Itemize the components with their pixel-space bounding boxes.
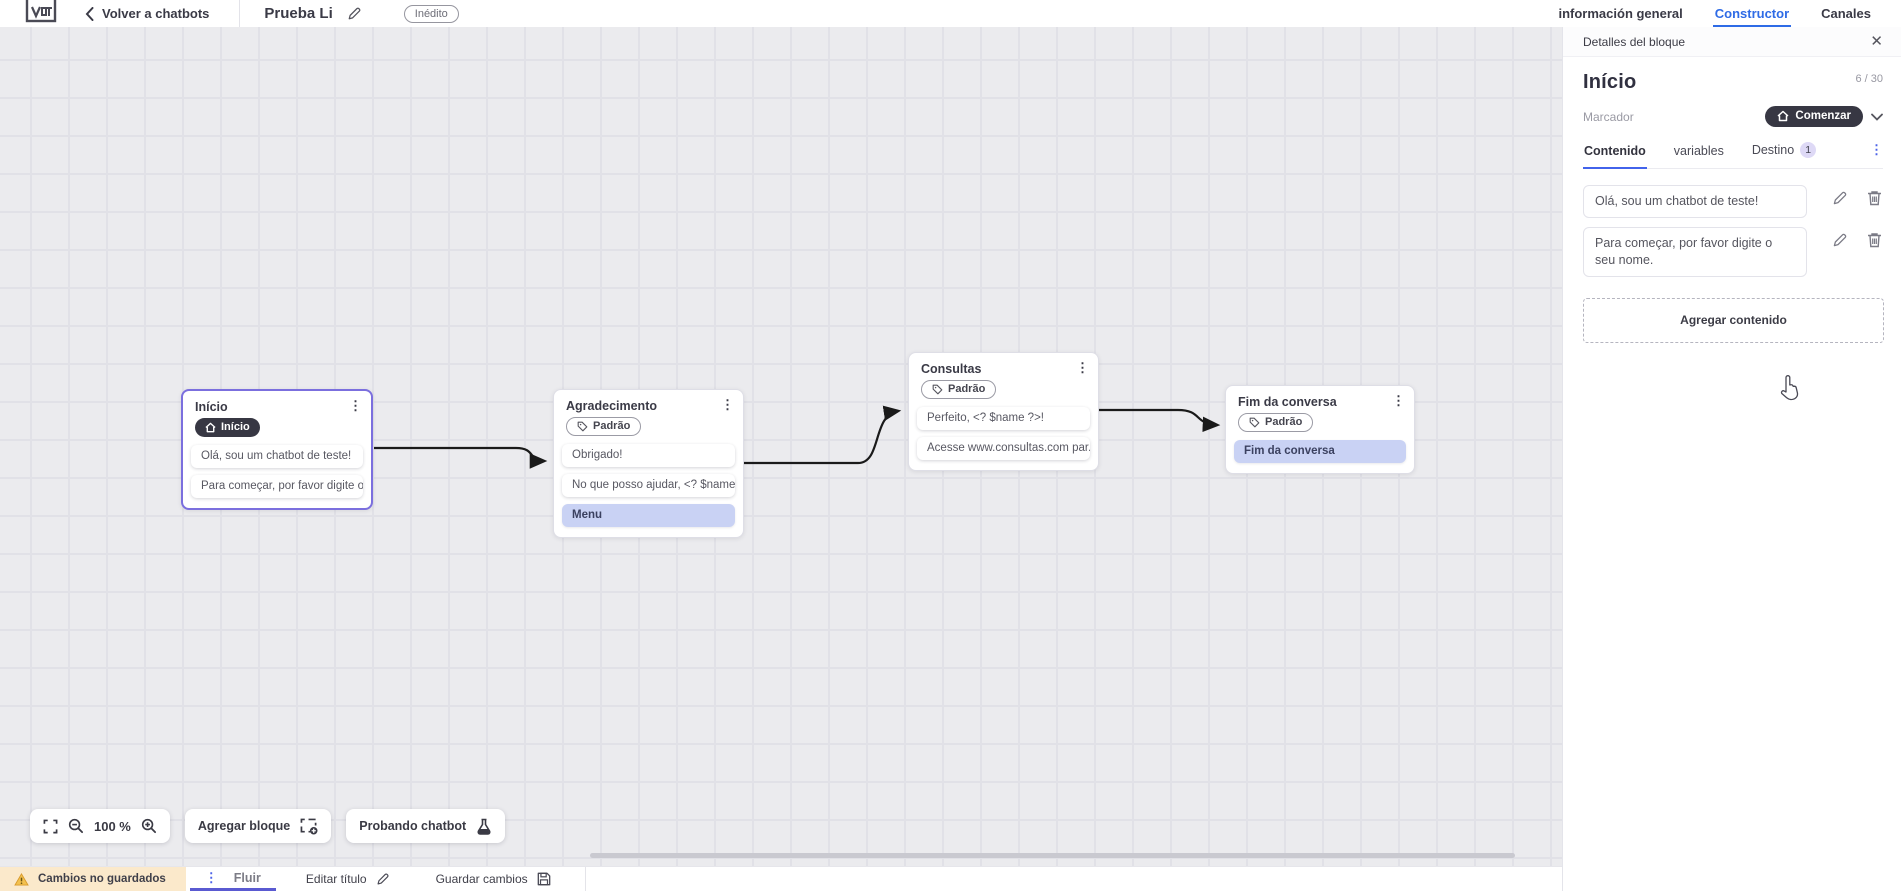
tag-icon bbox=[932, 384, 943, 394]
connector-inicio-agradecimento bbox=[374, 446, 548, 469]
add-block-label: Agregar bloque bbox=[197, 819, 291, 833]
tag-icon bbox=[577, 421, 588, 431]
unsaved-changes-status: Cambios no guardados bbox=[0, 867, 186, 891]
tab-variables[interactable]: variables bbox=[1673, 144, 1724, 158]
block-title: Agradecimento bbox=[566, 399, 657, 413]
flow-block-inicio[interactable]: Início ⋮ Início Olá, sou um chatbot de t… bbox=[181, 389, 373, 510]
top-header: Volver a chatbots Prueba Li Inédito info… bbox=[0, 0, 1901, 27]
block-message-row[interactable]: Olá, sou um chatbot de teste! bbox=[191, 445, 363, 468]
add-block-icon bbox=[300, 818, 318, 835]
flow-tab[interactable]: ⋮ Fluir bbox=[189, 867, 276, 891]
flow-block-fim-da-conversa[interactable]: Fim da conversa ⋮ Padrão Fim da conversa bbox=[1225, 385, 1415, 474]
header-tabs: información general Constructor Canales bbox=[1556, 0, 1901, 27]
block-title: Fim da conversa bbox=[1238, 395, 1337, 409]
back-label: Volver a chatbots bbox=[102, 6, 210, 21]
add-content-button[interactable]: Agregar contenido bbox=[1583, 297, 1884, 343]
destino-count-badge: 1 bbox=[1800, 142, 1817, 158]
connector-consultas-fim bbox=[1099, 408, 1221, 433]
bottom-bar: Cambios no guardados ⋮ Fluir Editar títu… bbox=[0, 866, 1562, 891]
flow-block-agradecimento[interactable]: Agradecimento ⋮ Padrão Obrigado! No que … bbox=[553, 389, 744, 538]
flow-block-consultas[interactable]: Consultas ⋮ Padrão Perfeito, <? $name ?>… bbox=[908, 352, 1099, 471]
connector-agradecimento-consultas bbox=[743, 405, 902, 465]
add-block-button[interactable]: Agregar bloque bbox=[184, 809, 332, 843]
block-title: Consultas bbox=[921, 362, 982, 376]
header-divider bbox=[239, 0, 241, 27]
block-message-row[interactable]: Acesse www.consultas.com par... bbox=[917, 437, 1090, 460]
app-logo bbox=[25, 0, 57, 22]
chevron-left-icon bbox=[85, 6, 94, 21]
close-icon[interactable]: ✕ bbox=[1870, 33, 1883, 50]
block-action-row[interactable]: Fim da conversa bbox=[1234, 440, 1406, 463]
block-message-row[interactable]: Perfeito, <? $name ?>! bbox=[917, 407, 1090, 430]
chevron-down-icon[interactable] bbox=[1871, 113, 1883, 121]
content-item: Olá, sou um chatbot de teste! bbox=[1583, 185, 1883, 219]
block-type-badge: Padrão bbox=[921, 380, 997, 399]
block-type-badge: Início bbox=[195, 418, 260, 437]
status-badge: Inédito bbox=[403, 4, 459, 23]
block-title: Início bbox=[195, 400, 228, 414]
block-menu-icon[interactable]: ⋮ bbox=[349, 398, 362, 413]
pencil-icon bbox=[377, 873, 389, 885]
block-action-row[interactable]: Menu bbox=[562, 504, 735, 527]
zoom-out-icon[interactable] bbox=[68, 818, 84, 834]
block-menu-icon[interactable]: ⋮ bbox=[1392, 393, 1405, 408]
warning-icon bbox=[14, 872, 29, 886]
delete-icon[interactable] bbox=[1867, 232, 1882, 248]
block-type-badge: Padrão bbox=[566, 417, 642, 436]
panel-tabs: Contenido variables Destino 1 ⋮ bbox=[1583, 141, 1883, 169]
content-text[interactable]: Para começar, por favor digite o seu nom… bbox=[1583, 227, 1807, 277]
edit-icon[interactable] bbox=[1832, 232, 1848, 248]
tag-icon bbox=[1249, 417, 1260, 427]
test-chatbot-label: Probando chatbot bbox=[359, 819, 467, 833]
block-menu-icon[interactable]: ⋮ bbox=[721, 397, 734, 412]
footer-divider bbox=[584, 867, 586, 891]
flow-tab-label: Fluir bbox=[233, 870, 261, 885]
block-type-badge: Padrão bbox=[1238, 413, 1314, 432]
block-message-row[interactable]: Para começar, por favor digite o ... bbox=[191, 475, 363, 498]
block-message-row[interactable]: No que posso ajudar, <? $name ... bbox=[562, 474, 735, 497]
zoom-in-icon[interactable] bbox=[141, 818, 157, 834]
flow-title: Prueba Li bbox=[264, 5, 333, 22]
edit-title-button[interactable]: Editar título bbox=[294, 867, 402, 891]
home-icon bbox=[1777, 110, 1789, 122]
fullscreen-icon[interactable] bbox=[43, 819, 58, 834]
save-changes-button[interactable]: Guardar cambios bbox=[424, 867, 563, 891]
content-item: Para começar, por favor digite o seu nom… bbox=[1583, 227, 1883, 277]
tab-general-info[interactable]: información general bbox=[1558, 6, 1683, 21]
marker-label: Marcador bbox=[1583, 109, 1634, 124]
test-chatbot-button[interactable]: Probando chatbot bbox=[346, 809, 506, 843]
delete-icon[interactable] bbox=[1867, 190, 1882, 206]
mouse-cursor bbox=[1780, 375, 1799, 401]
tab-channels[interactable]: Canales bbox=[1821, 6, 1871, 21]
flow-canvas[interactable]: Início ⋮ Início Olá, sou um chatbot de t… bbox=[0, 27, 1562, 866]
content-text[interactable]: Olá, sou um chatbot de teste! bbox=[1583, 185, 1807, 219]
char-counter: 6 / 30 bbox=[1855, 73, 1883, 85]
tab-contenido[interactable]: Contenido bbox=[1583, 144, 1647, 169]
marker-select[interactable]: Comenzar bbox=[1765, 106, 1863, 127]
tab-constructor[interactable]: Constructor bbox=[1712, 0, 1792, 27]
block-name[interactable]: Início bbox=[1583, 71, 1637, 93]
home-icon bbox=[205, 422, 216, 432]
zoom-controls: 100 % bbox=[30, 809, 170, 843]
edit-title-icon[interactable] bbox=[347, 6, 362, 21]
tab-destino[interactable]: Destino 1 bbox=[1751, 142, 1817, 169]
content-list: Olá, sou um chatbot de teste! Para começ… bbox=[1583, 185, 1883, 277]
flask-icon bbox=[477, 818, 491, 835]
canvas-toolbar: 100 % Agregar bloque Probando chatbot bbox=[30, 809, 506, 843]
block-details-panel: Detalles del bloque ✕ Início 6 / 30 Marc… bbox=[1562, 27, 1901, 891]
block-menu-icon[interactable]: ⋮ bbox=[1076, 360, 1089, 375]
warning-label: Cambios no guardados bbox=[38, 873, 166, 885]
block-message-row[interactable]: Obrigado! bbox=[562, 444, 735, 467]
horizontal-scrollbar[interactable] bbox=[590, 853, 1515, 858]
edit-icon[interactable] bbox=[1832, 190, 1848, 206]
save-icon bbox=[537, 872, 550, 886]
flow-tab-menu-icon[interactable]: ⋮ bbox=[204, 870, 218, 885]
panel-tab-menu-icon[interactable]: ⋮ bbox=[1870, 142, 1883, 157]
zoom-level: 100 % bbox=[94, 818, 131, 834]
panel-title: Detalles del bloque bbox=[1583, 34, 1686, 49]
back-to-chatbots[interactable]: Volver a chatbots bbox=[85, 6, 209, 21]
